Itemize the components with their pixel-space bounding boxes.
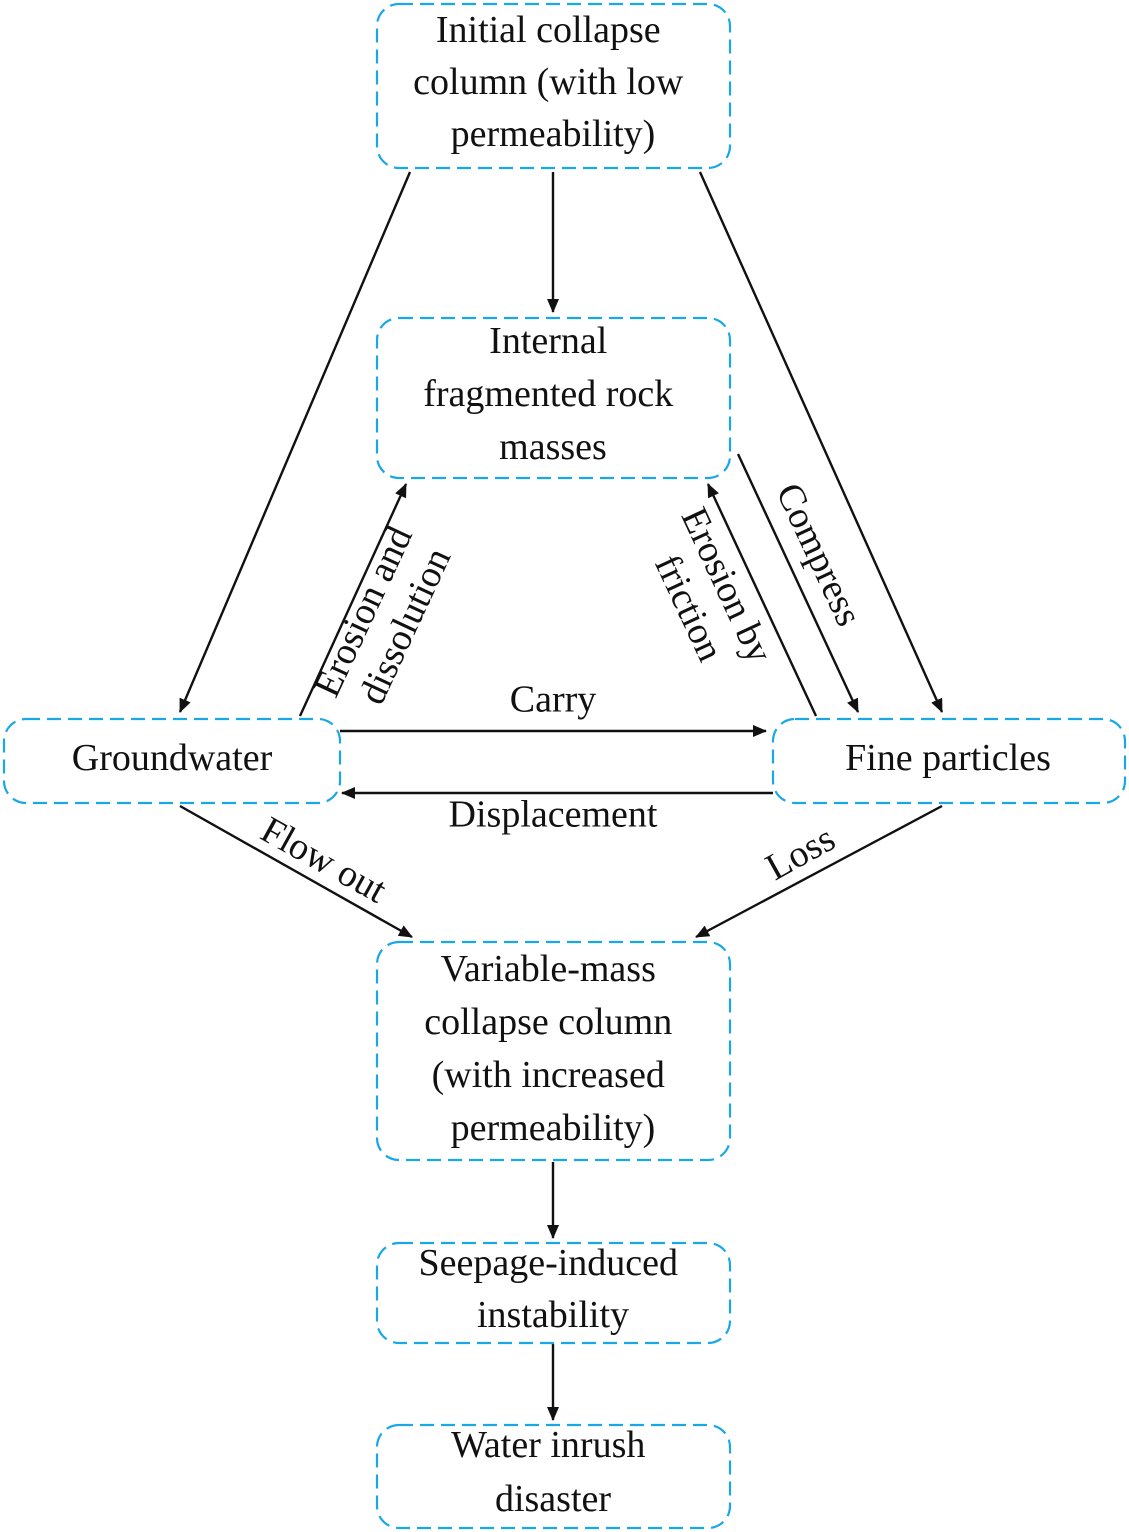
arrow-initial-to-fine-particles: [698, 171, 944, 713]
node-internal-text: Internal fragmented rock masses: [423, 320, 683, 468]
node-groundwater: Groundwater: [2, 717, 342, 805]
node-variable-mass-collapse-column: Variable-mass collapse column (with incr…: [375, 940, 732, 1162]
arrow-fine-to-internal: [706, 483, 818, 717]
arrow-groundwater-to-variable: [179, 804, 413, 939]
node-initial-text: Initial collapse column (with low permea…: [413, 9, 693, 155]
node-fine-particles: Fine particles: [771, 717, 1127, 805]
node-seepage-text: Seepage-induced instability: [418, 1242, 687, 1336]
arrow-fine-to-variable: [695, 804, 943, 939]
arrow-initial-to-groundwater: [178, 171, 412, 713]
arrows: [178, 171, 944, 1421]
label-displacement: Displacement: [449, 794, 658, 836]
node-fine-particles-text: Fine particles: [845, 737, 1051, 779]
node-water-inrush-disaster: Water inrush disaster: [375, 1424, 732, 1530]
node-internal-fragmented-rock: Internal fragmented rock masses: [375, 316, 732, 480]
label-carry: Carry: [510, 679, 597, 721]
label-erosion-and-dissolution: Erosion and dissolution: [305, 511, 464, 721]
arrow-groundwater-to-internal: [298, 483, 408, 717]
arrow-internal-to-fine: [736, 453, 860, 713]
label-loss: Loss: [759, 817, 842, 889]
node-variable-text: Variable-mass collapse column (with incr…: [424, 948, 681, 1149]
node-initial-collapse-column: Initial collapse column (with low permea…: [375, 2, 732, 170]
node-groundwater-text: Groundwater: [72, 737, 273, 779]
label-compress: Compress: [768, 477, 870, 633]
node-disaster-text: Water inrush disaster: [451, 1424, 655, 1520]
node-seepage-induced-instability: Seepage-induced instability: [375, 1242, 732, 1345]
